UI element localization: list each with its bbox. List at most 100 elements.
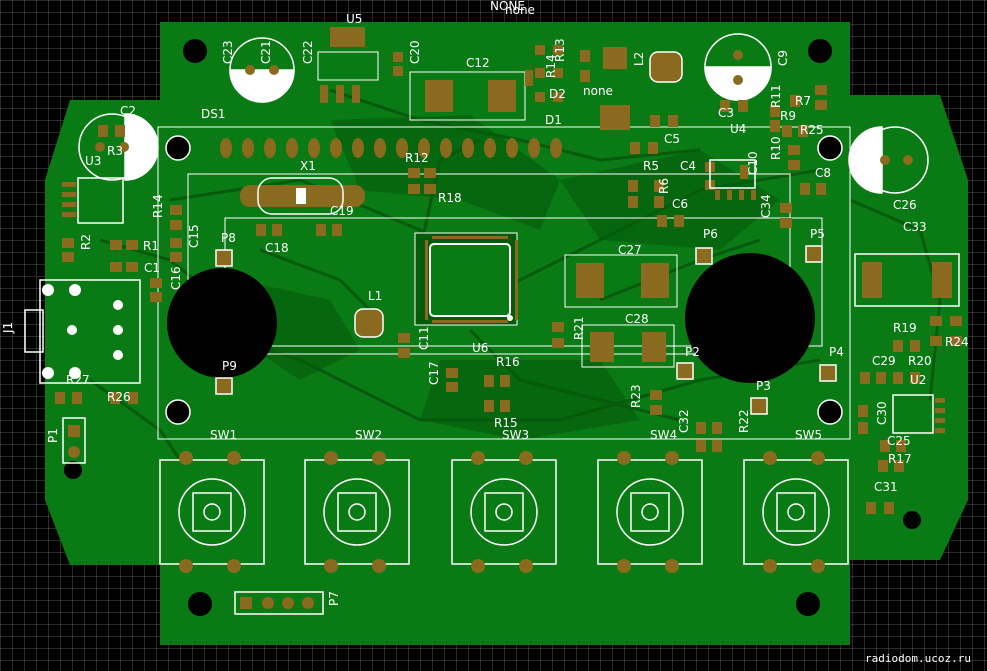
label-P2: P2	[685, 345, 700, 359]
switch-sw4	[597, 451, 703, 573]
smd-pads	[55, 45, 962, 514]
label-X1: X1	[300, 159, 316, 173]
label-C20: C20	[408, 40, 422, 64]
display-outline	[187, 173, 791, 355]
label-P8: P8	[221, 231, 236, 245]
label-C27: C27	[618, 243, 642, 257]
label-C3: C3	[718, 106, 734, 120]
board-holes	[64, 39, 921, 616]
header-p7	[234, 591, 324, 615]
label-R2: R2	[79, 234, 93, 250]
label-C6: C6	[672, 197, 688, 211]
label-C31: C31	[874, 480, 898, 494]
label-R12: R12	[405, 151, 429, 165]
label-C19: C19	[330, 204, 354, 218]
label-D2: D2	[549, 87, 566, 101]
copper-pours	[240, 115, 780, 440]
label-C34: C34	[759, 194, 773, 218]
label-R14b: R14	[544, 54, 558, 78]
label-C33: C33	[903, 220, 927, 234]
label-NONE: NONE	[490, 0, 525, 13]
ic-u4	[709, 159, 756, 200]
label-R18: R18	[438, 191, 462, 205]
c33-pad-a	[862, 262, 882, 298]
label-P5: P5	[810, 227, 825, 241]
watermark: radiodom.ucoz.ru	[865, 652, 971, 665]
label-R20: R20	[908, 354, 932, 368]
switch-sw1	[159, 451, 265, 573]
label-P3: P3	[756, 379, 771, 393]
header-p1	[62, 417, 86, 464]
label-SW1: SW1	[210, 428, 237, 442]
usb-j1	[24, 279, 141, 384]
label-R13: R13	[553, 38, 567, 62]
label-J1: J1	[1, 322, 15, 334]
mounting-holes	[165, 135, 843, 425]
label-P6: P6	[703, 227, 718, 241]
label-C21: C21	[259, 40, 273, 64]
label-C4: C4	[680, 159, 696, 173]
label-R11: R11	[769, 84, 783, 108]
label-L2: L2	[632, 52, 646, 66]
label-C9: C9	[776, 50, 790, 66]
label-P7: P7	[327, 591, 341, 606]
label-R17: R17	[888, 452, 912, 466]
label-R3: R3	[107, 144, 123, 158]
label-C29: C29	[872, 354, 896, 368]
display-header-pads	[220, 138, 562, 158]
label-R23: R23	[629, 384, 643, 408]
label-U5: U5	[346, 12, 362, 26]
label-C28: C28	[625, 312, 649, 326]
label-R21: R21	[572, 316, 586, 340]
label-SW4: SW4	[650, 428, 677, 442]
label-C22: C22	[301, 40, 315, 64]
inductors	[354, 51, 683, 338]
switch-sw2	[304, 451, 410, 573]
switch-sw5	[743, 451, 849, 573]
label-R15: R15	[494, 416, 518, 430]
label-U3: U3	[85, 154, 101, 168]
label-C30: C30	[875, 401, 889, 425]
label-R25: R25	[800, 123, 824, 137]
ic-u3	[62, 177, 124, 224]
c33-outline	[854, 253, 960, 307]
label-R1: R1	[143, 239, 159, 253]
label-R19: R19	[893, 321, 917, 335]
crystal-body	[296, 188, 306, 204]
label-R26: R26	[107, 390, 131, 404]
label-C2: C2	[120, 104, 136, 118]
label-none2: none	[583, 84, 613, 98]
label-C17: C17	[427, 361, 441, 385]
label-C16: C16	[169, 266, 183, 290]
label-C18: C18	[265, 241, 289, 255]
large-smd-pads	[330, 27, 669, 362]
label-SW3: SW3	[502, 428, 529, 442]
label-R16: R16	[496, 355, 520, 369]
label-R7: R7	[795, 94, 811, 108]
label-R27: R27	[66, 373, 90, 387]
label-C26: C26	[893, 198, 917, 212]
label-P1: P1	[46, 428, 60, 443]
label-C5: C5	[664, 132, 680, 146]
silkscreen-labels: NONE none none U5 C23 C21 C22 C20 C12 R1…	[1, 0, 969, 606]
label-D1: D1	[545, 113, 562, 127]
ic-u2	[892, 394, 945, 434]
switch-sw3	[451, 451, 557, 573]
label-C12: C12	[466, 56, 490, 70]
label-SW2: SW2	[355, 428, 382, 442]
crystal-outline	[257, 177, 344, 215]
label-DS1: DS1	[201, 107, 226, 121]
smd-outlines	[317, 51, 678, 368]
label-L1: L1	[368, 289, 382, 303]
label-C25: C25	[887, 434, 911, 448]
label-R24: R24	[945, 335, 969, 349]
label-SW5: SW5	[795, 428, 822, 442]
label-R5: R5	[643, 159, 659, 173]
label-U6: U6	[472, 341, 488, 355]
label-C8: C8	[815, 166, 831, 180]
label-C15: C15	[187, 224, 201, 248]
label-C23: C23	[221, 40, 235, 64]
capacitor-pads	[95, 50, 913, 165]
